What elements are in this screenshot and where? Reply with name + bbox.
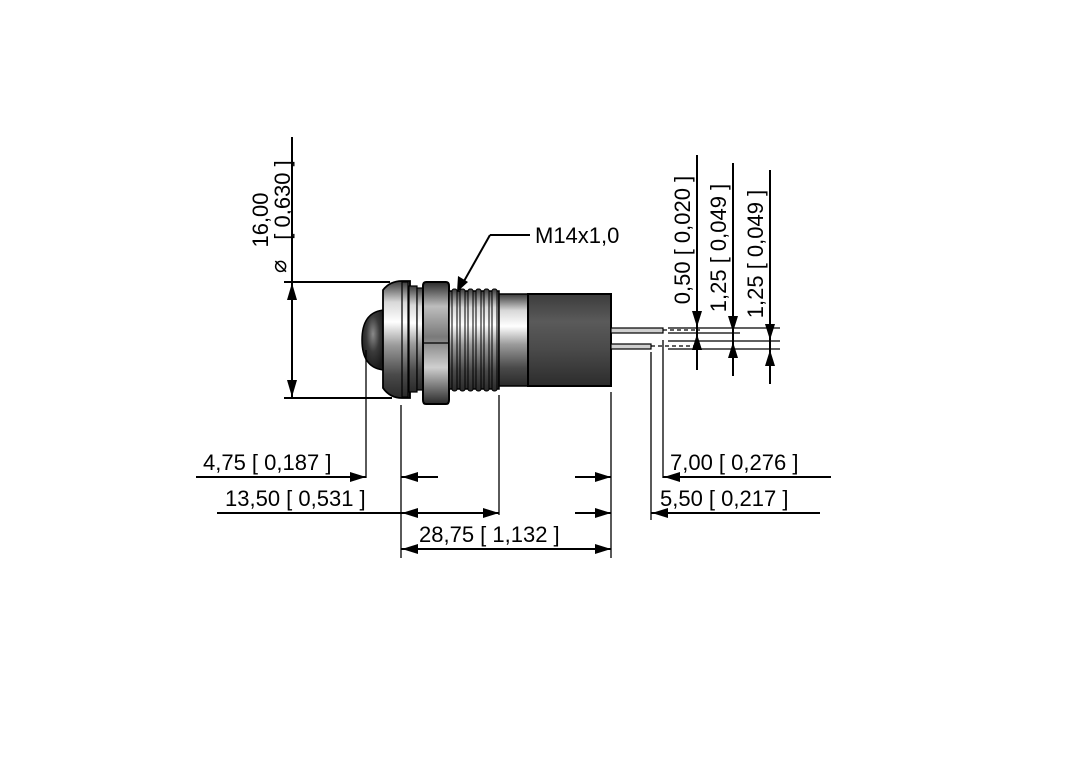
- thread-ridge: [467, 288, 474, 392]
- thread-ridge: [483, 288, 490, 392]
- head-length-label: 4,75 [ 0,187 ]: [203, 450, 331, 475]
- dimension-head-length: 4,75 [ 0,187 ]: [196, 450, 438, 482]
- chrome-sleeve: [498, 293, 530, 387]
- lens-dome: [361, 309, 385, 371]
- thread-length-label: 13,50 [ 0,531 ]: [225, 486, 366, 511]
- thread-ridge: [451, 288, 458, 392]
- thread-callout: M14x1,0: [457, 223, 619, 292]
- bezel-ring-2: [408, 285, 418, 393]
- thread-ridge: [475, 288, 482, 392]
- dimension-thread-length: 13,50 [ 0,531 ]: [217, 486, 611, 518]
- rear-housing: [527, 293, 612, 387]
- threaded-shank: [448, 288, 500, 392]
- dimension-pin-long: 7,00 [ 0,276 ]: [575, 450, 831, 482]
- extension-lines: [365, 340, 664, 558]
- connection-pins: [610, 327, 700, 350]
- pin-spacing-2-label: 1,25 [ 0,049 ]: [743, 190, 768, 318]
- led-indicator-part: [361, 280, 700, 405]
- pin-long-label: 7,00 [ 0,276 ]: [670, 450, 798, 475]
- thread-ridge: [459, 288, 466, 392]
- dimension-pin-short: 5,50 [ 0,217 ]: [651, 486, 820, 518]
- thread-ridge: [491, 288, 498, 392]
- body-length-label: 28,75 [ 1,132 ]: [419, 522, 560, 547]
- diameter-mm-label: 16,00: [248, 192, 273, 247]
- pin-short-label: 5,50 [ 0,217 ]: [660, 486, 788, 511]
- pin-dimensions-right: 0,50 [ 0,020 ] 1,25 [ 0,049 ] 1,25 [ 0,0…: [668, 155, 780, 384]
- diameter-inch-label: [ 0,630 ]: [270, 160, 295, 240]
- pin-thickness-label: 0,50 [ 0,020 ]: [670, 176, 695, 304]
- bezel-ring-1: [401, 281, 409, 398]
- thread-spec-label: M14x1,0: [535, 223, 619, 248]
- dimension-body-length: 28,75 [ 1,132 ]: [401, 522, 611, 554]
- diameter-dimension: ⌀ ⌀ 16,00 [ 0,630 ]: [248, 137, 392, 399]
- diameter-symbol: ⌀: [266, 260, 291, 273]
- pin-spacing-1-label: 1,25 [ 0,049 ]: [706, 184, 731, 312]
